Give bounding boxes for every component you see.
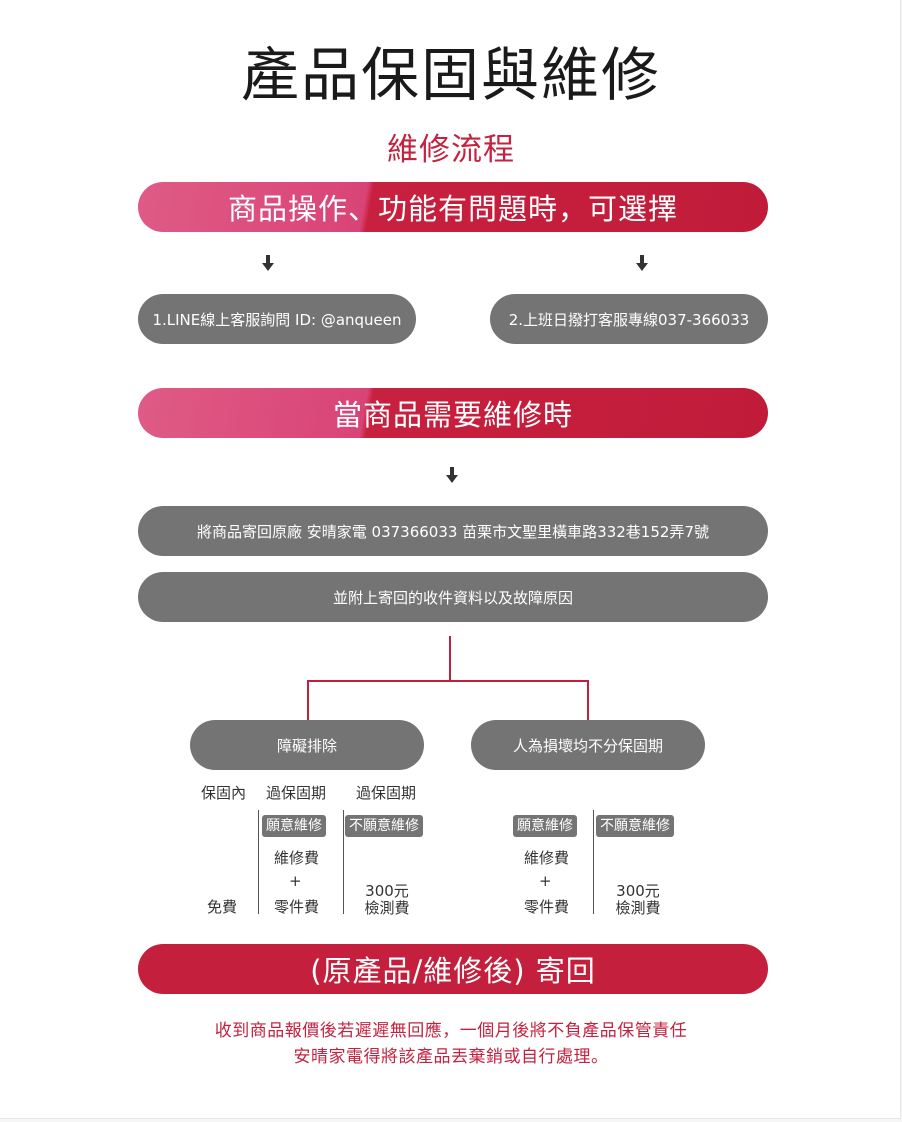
attach-info-step: 並附上寄回的收件資料以及故障原因 bbox=[138, 572, 768, 622]
column-divider bbox=[258, 810, 259, 914]
parts-fee-label: 零件費 bbox=[524, 898, 570, 916]
in-warranty-label: 保固內 bbox=[201, 784, 247, 802]
willing-repair-tag: 願意維修 bbox=[513, 815, 577, 837]
expired-warranty-label: 過保固期 bbox=[266, 784, 327, 802]
repair-fee-label: 維修費 bbox=[274, 849, 320, 867]
fault-branch: 障礙排除 bbox=[190, 720, 424, 770]
connector-line bbox=[449, 636, 451, 682]
phone-support-option: 2.上班日撥打客服專線037-366033 bbox=[490, 294, 768, 344]
unwilling-repair-tag: 不願意維修 bbox=[596, 815, 674, 837]
plus-sign: + bbox=[539, 872, 552, 890]
repair-fee-label: 維修費 bbox=[524, 849, 570, 867]
repair-banner: 當商品需要維修時 bbox=[138, 388, 768, 438]
arrow-down-icon bbox=[260, 255, 276, 273]
inspect-amount: 300元 bbox=[365, 882, 409, 900]
notice-line-1: 收到商品報價後若遲遲無回應，一個月後將不負產品保管責任 bbox=[214, 1021, 688, 1041]
notice-line-2: 安晴家電得將該產品丟棄銷或自行處理。 bbox=[293, 1047, 609, 1067]
plus-sign: + bbox=[289, 872, 302, 890]
free-label: 免費 bbox=[207, 898, 238, 916]
section-subtitle: 維修流程 bbox=[387, 132, 515, 168]
willing-repair-tag: 願意維修 bbox=[262, 815, 326, 837]
inspect-fee-label: 檢測費 bbox=[615, 899, 661, 917]
return-banner: (原產品/維修後) 寄回 bbox=[138, 944, 768, 994]
arrow-down-icon bbox=[634, 255, 650, 273]
column-divider bbox=[343, 810, 344, 914]
column-divider bbox=[593, 810, 594, 914]
arrow-down-icon bbox=[444, 467, 460, 485]
unwilling-repair-tag: 不願意維修 bbox=[345, 815, 423, 837]
inspect-fee-label: 檢測費 bbox=[364, 899, 410, 917]
connector-line bbox=[587, 680, 589, 720]
parts-fee-label: 零件費 bbox=[274, 898, 320, 916]
page-title: 產品保固與維修 bbox=[240, 41, 661, 109]
connector-line bbox=[307, 680, 309, 720]
inspect-amount: 300元 bbox=[616, 882, 660, 900]
line-support-option: 1.LINE線上客服詢問 ID: @anqueen bbox=[138, 294, 416, 344]
connector-line bbox=[307, 680, 589, 682]
expired-warranty-label: 過保固期 bbox=[356, 784, 417, 802]
shipping-address-step: 將商品寄回原廠 安晴家電 037366033 苗栗市文聖里橫車路332巷152弄… bbox=[138, 506, 768, 556]
damage-branch: 人為損壞均不分保固期 bbox=[471, 720, 705, 770]
question-banner: 商品操作、功能有問題時，可選擇 bbox=[138, 182, 768, 232]
